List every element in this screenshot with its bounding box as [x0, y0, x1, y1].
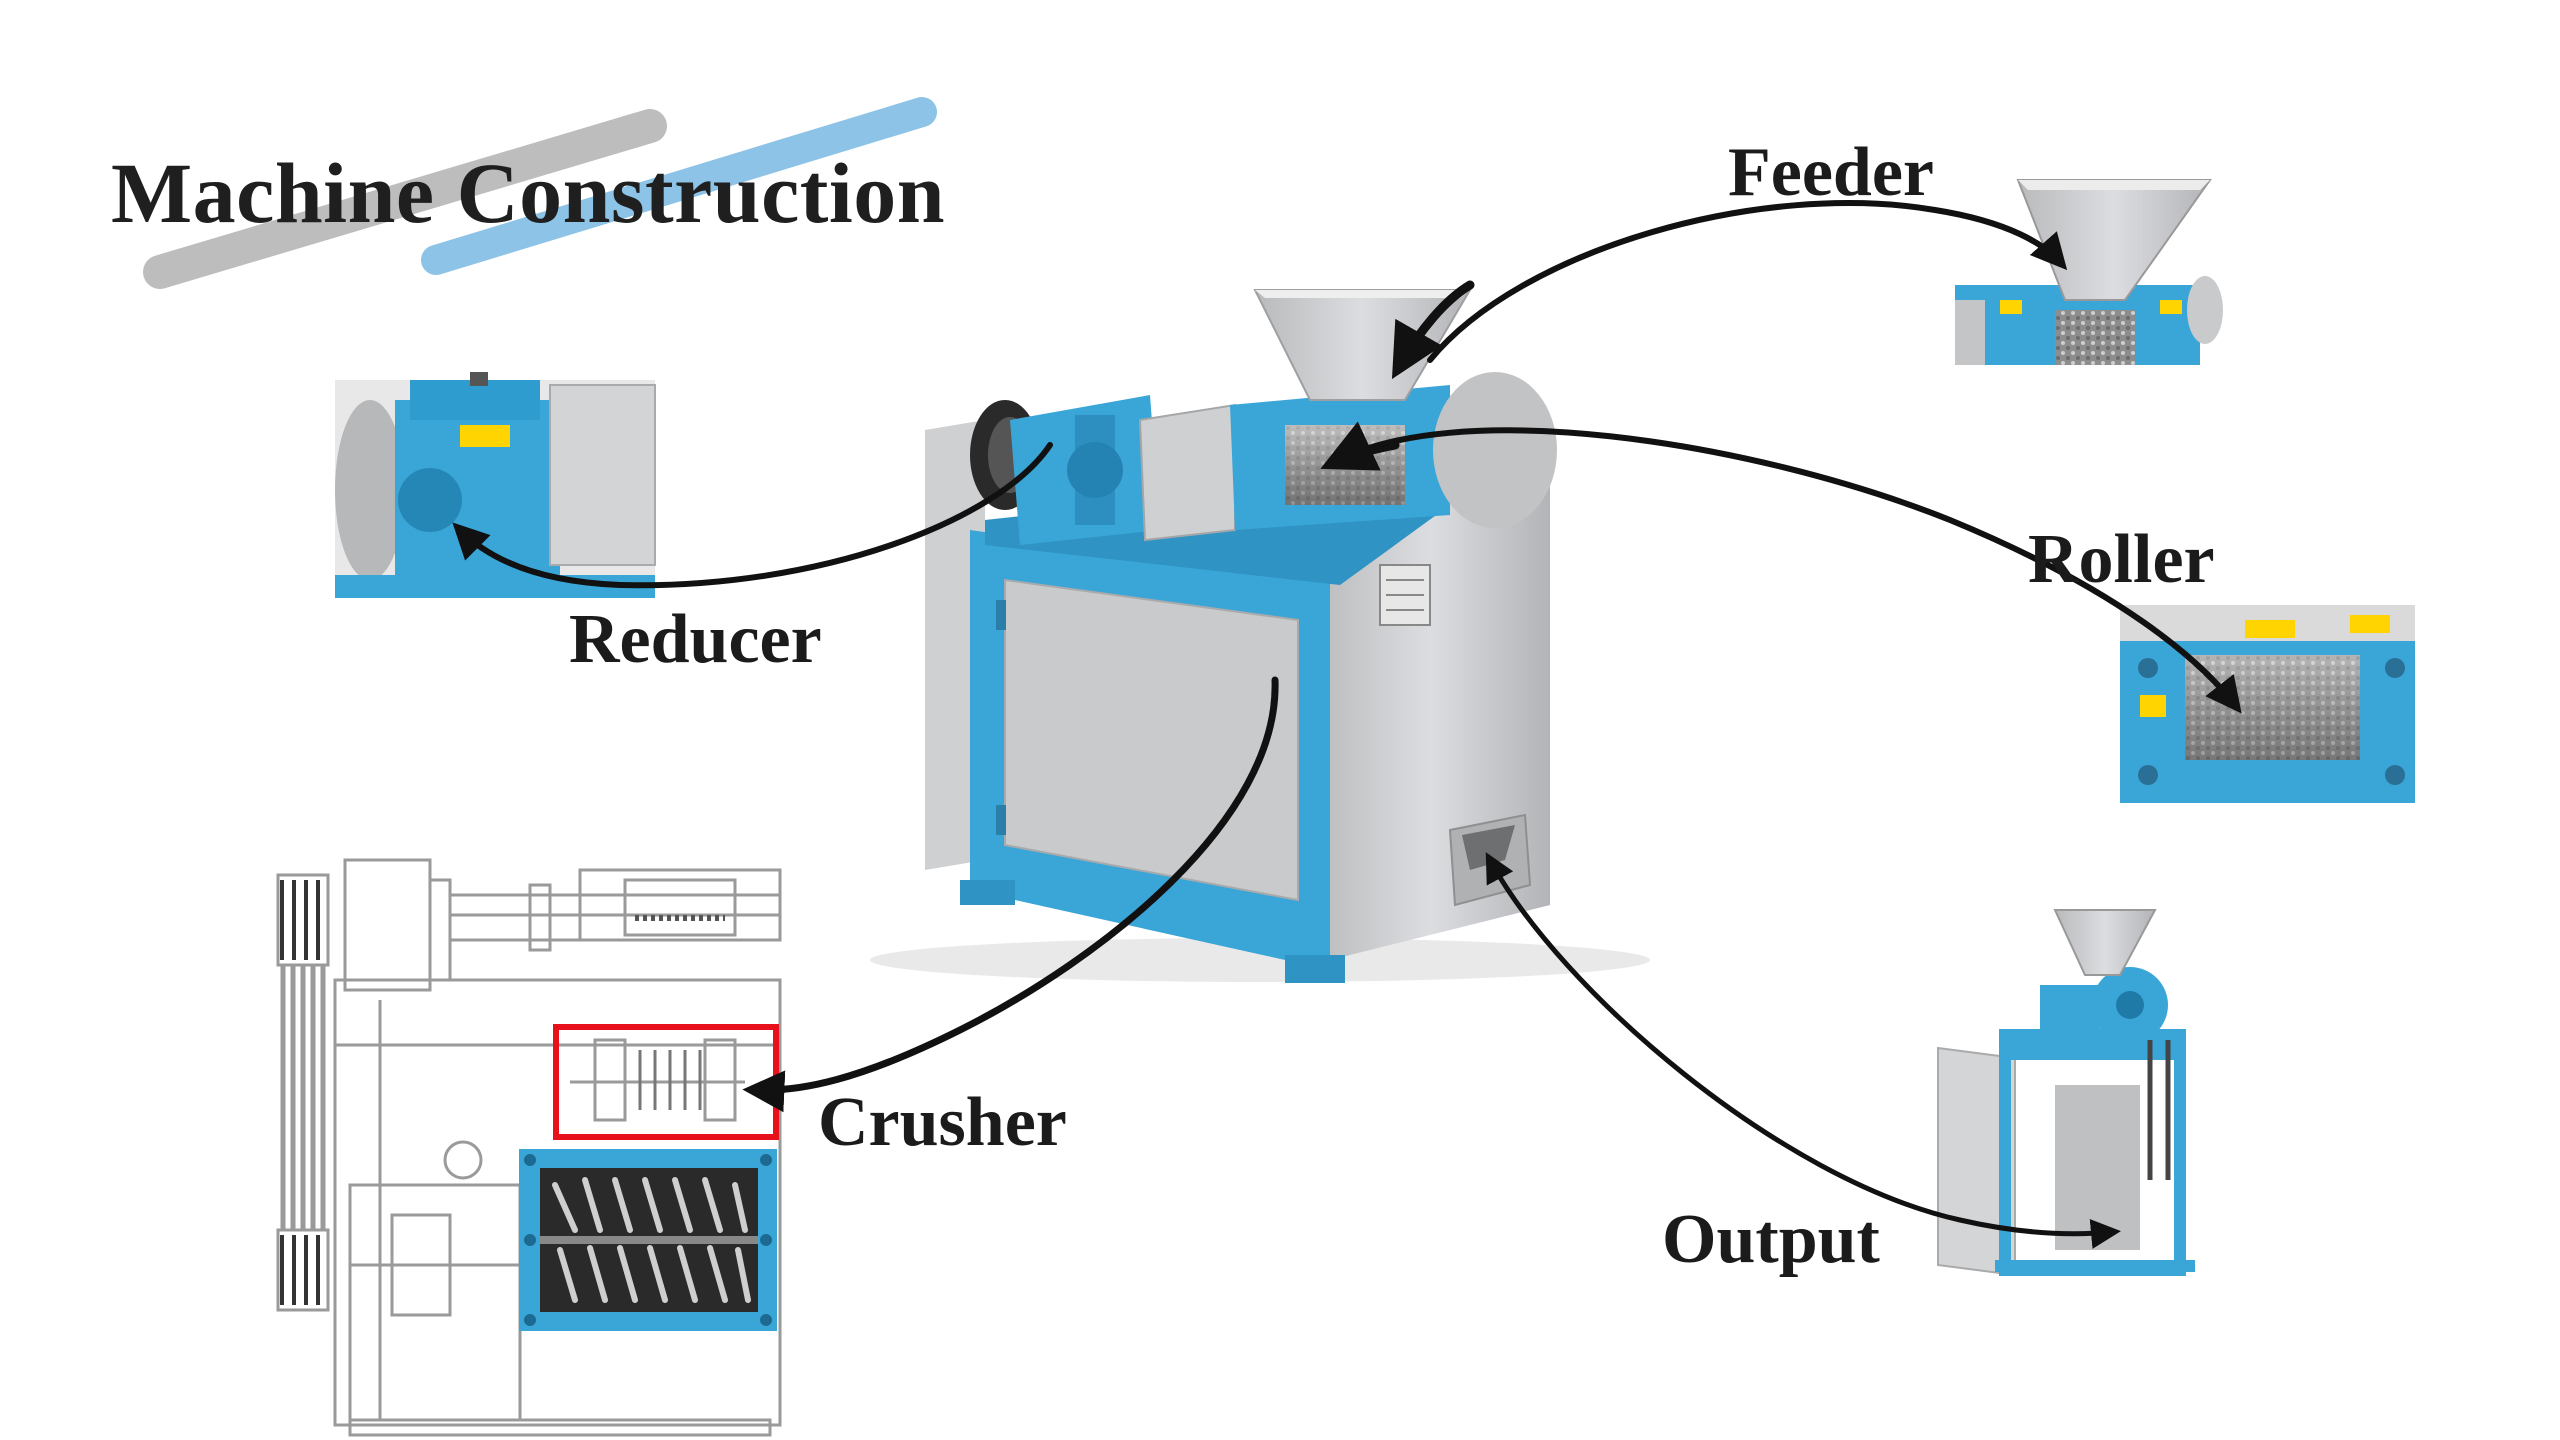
output-arrow — [1485, 852, 2121, 1249]
page-title: Machine Construction — [111, 145, 946, 241]
feeder-label: Feeder — [1728, 134, 1934, 211]
feeder-arrow — [1427, 200, 2068, 363]
machine-coupling-cover — [1138, 403, 1236, 542]
machine-door-panel — [1004, 578, 1299, 902]
crusher-blades-photo — [519, 1149, 777, 1331]
connector-arrows — [452, 200, 2242, 1249]
crusher-line-drawing — [276, 858, 782, 1437]
roller-arrow-start — [1320, 421, 1400, 471]
feeder-arrow-tail — [1391, 280, 1475, 380]
roller-arrow — [1327, 427, 2242, 714]
main-machine-image — [870, 289, 1650, 983]
crusher-arrow — [742, 676, 1279, 1113]
reducer-label: Reducer — [569, 601, 822, 678]
feeder-inset-image — [1955, 179, 2223, 365]
gray-brush-stroke — [143, 109, 667, 289]
output-label: Output — [1662, 1201, 1880, 1278]
title-brush-strokes — [143, 97, 937, 289]
roller-label: Roller — [2028, 521, 2215, 598]
output-inset-image — [1937, 909, 2195, 1277]
blue-brush-stroke — [421, 97, 937, 275]
crusher-label: Crusher — [818, 1084, 1067, 1161]
reducer-arrow — [452, 442, 1053, 589]
reducer-inset-image — [335, 372, 656, 598]
